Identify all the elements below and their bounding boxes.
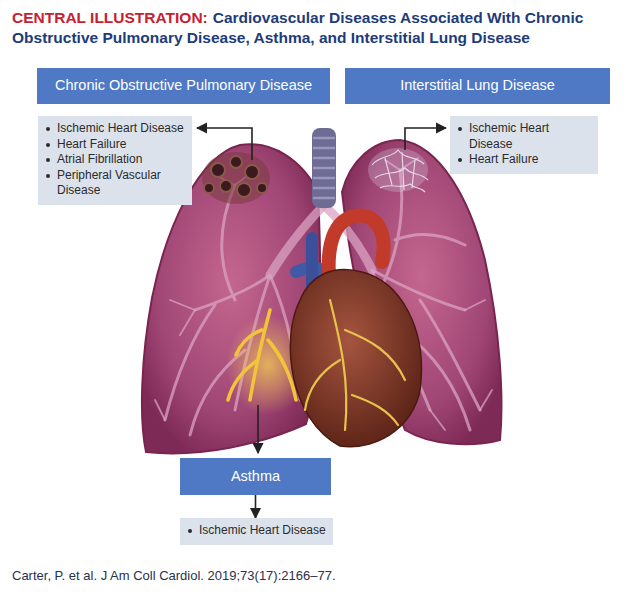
bullet-dot xyxy=(188,529,192,533)
association-list: Ischemic Heart Disease xyxy=(180,518,333,545)
disease-header: Interstitial Lung Disease xyxy=(345,68,610,104)
list-item: Ischemic Heart Disease xyxy=(186,523,327,539)
fibrosis-lines xyxy=(372,150,428,192)
header-row: Interstitial Lung Disease xyxy=(353,77,602,94)
bulla xyxy=(204,183,214,193)
disease-header: Asthma xyxy=(180,458,331,495)
disease-header: Chronic Obstructive Pulmonary Disease xyxy=(37,68,330,104)
bullet-dot xyxy=(46,127,50,131)
header-text: Asthma xyxy=(231,468,280,484)
header-row: Chronic Obstructive Pulmonary Disease xyxy=(45,77,322,94)
header-row: Asthma xyxy=(188,468,323,485)
list-text: Peripheral Vascular Disease xyxy=(57,168,186,199)
bullet-dot xyxy=(46,174,50,178)
bullet-dot xyxy=(458,127,462,131)
trachea-tube xyxy=(312,128,336,208)
list-item: Heart Failure xyxy=(456,152,592,168)
bulla xyxy=(211,163,225,177)
association-list: Ischemic Heart DiseaseHeart FailureAtria… xyxy=(38,116,192,205)
list-text: Atrial Fibrillation xyxy=(57,152,142,168)
header-text: Interstitial Lung Disease xyxy=(400,77,555,93)
asthma-leader xyxy=(257,405,259,453)
figure-label: CENTRAL ILLUSTRATION: xyxy=(12,9,208,26)
bulla xyxy=(237,183,251,197)
emphysema-region xyxy=(202,152,270,204)
list-text: Ischemic Heart Disease xyxy=(469,121,592,152)
list-text: Heart Failure xyxy=(469,152,538,168)
list-text: Ischemic Heart Disease xyxy=(57,121,184,137)
list-item: Atrial Fibrillation xyxy=(44,152,186,168)
association-list: Ischemic Heart DiseaseHeart Failure xyxy=(450,116,598,174)
list-text: Heart Failure xyxy=(57,137,126,153)
connector-arrow xyxy=(255,495,257,518)
trachea xyxy=(312,128,336,208)
bulla xyxy=(220,180,232,192)
bullet-dot xyxy=(46,143,50,147)
heart-muscle xyxy=(290,270,421,447)
ild-fibrosis-mesh xyxy=(368,148,428,192)
heart xyxy=(290,215,421,446)
coronary-arteries xyxy=(305,300,405,430)
leader-lines xyxy=(197,128,446,453)
bulla xyxy=(245,165,259,179)
copd-leader xyxy=(197,128,252,160)
bulla xyxy=(230,156,242,168)
inflamed-airways xyxy=(228,310,296,400)
bullet-dot xyxy=(458,158,462,162)
copd-emphysema-spots xyxy=(202,152,270,204)
bullet-dot xyxy=(46,158,50,162)
list-item: Ischemic Heart Disease xyxy=(456,121,592,152)
header-text: Chronic Obstructive Pulmonary Disease xyxy=(55,77,312,93)
list-item: Ischemic Heart Disease xyxy=(44,121,186,137)
ild-leader xyxy=(405,128,446,150)
caption: Carter, P. et al. J Am Coll Cardiol. 201… xyxy=(12,568,336,583)
title-block: CENTRAL ILLUSTRATION:Cardiovascular Dise… xyxy=(12,8,628,47)
list-item: Heart Failure xyxy=(44,137,186,153)
fibrosis-region xyxy=(368,148,428,192)
list-item: Peripheral Vascular Disease xyxy=(44,168,186,199)
trachea-rings xyxy=(313,138,335,198)
list-text: Ischemic Heart Disease xyxy=(199,523,326,539)
bulla xyxy=(257,183,267,193)
